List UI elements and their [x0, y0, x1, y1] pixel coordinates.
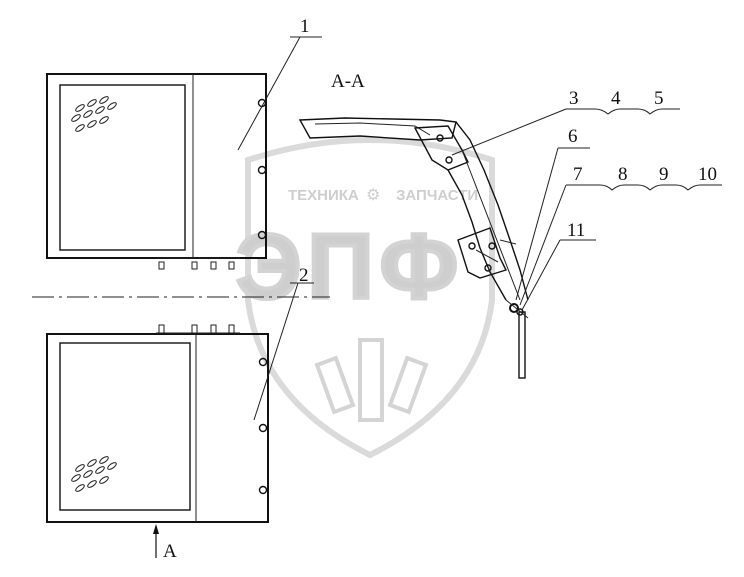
- section-title: А-А: [331, 71, 365, 92]
- watermark-text-1: ТЕХНИКА: [288, 187, 359, 204]
- callout-11: 11: [567, 220, 585, 241]
- callout-1: 1: [300, 16, 310, 37]
- view-label-a: А: [163, 541, 177, 562]
- upper-panel-pattern: [71, 96, 117, 132]
- section-a-a-bracket: [298, 117, 529, 379]
- callout-4: 4: [611, 88, 621, 109]
- watermark-buildings-icon: [314, 338, 429, 422]
- callout-10: 10: [698, 164, 717, 185]
- watermark-shield: [245, 137, 495, 459]
- callout-9: 9: [659, 164, 669, 185]
- lower-panel-pattern: [71, 456, 117, 492]
- watermark-text-2: ЗАПЧАСТИ: [396, 187, 478, 204]
- leader-lines: [237, 36, 722, 421]
- callout-2: 2: [299, 265, 309, 286]
- gear-icon: ⚙: [366, 187, 380, 204]
- watermark-logo: ЭПФ: [236, 216, 464, 318]
- callout-8: 8: [618, 164, 628, 185]
- upper-door-panel: [46, 73, 267, 270]
- callout-7: 7: [573, 164, 583, 185]
- watermark: ТЕХНИКА ⚙ ЗАПЧАСТИ ЭПФ: [234, 137, 495, 459]
- view-arrow-a: [153, 524, 159, 558]
- callout-3: 3: [569, 88, 579, 109]
- callout-6: 6: [568, 126, 578, 147]
- lower-door-panel: [46, 324, 269, 523]
- callout-5: 5: [654, 88, 664, 109]
